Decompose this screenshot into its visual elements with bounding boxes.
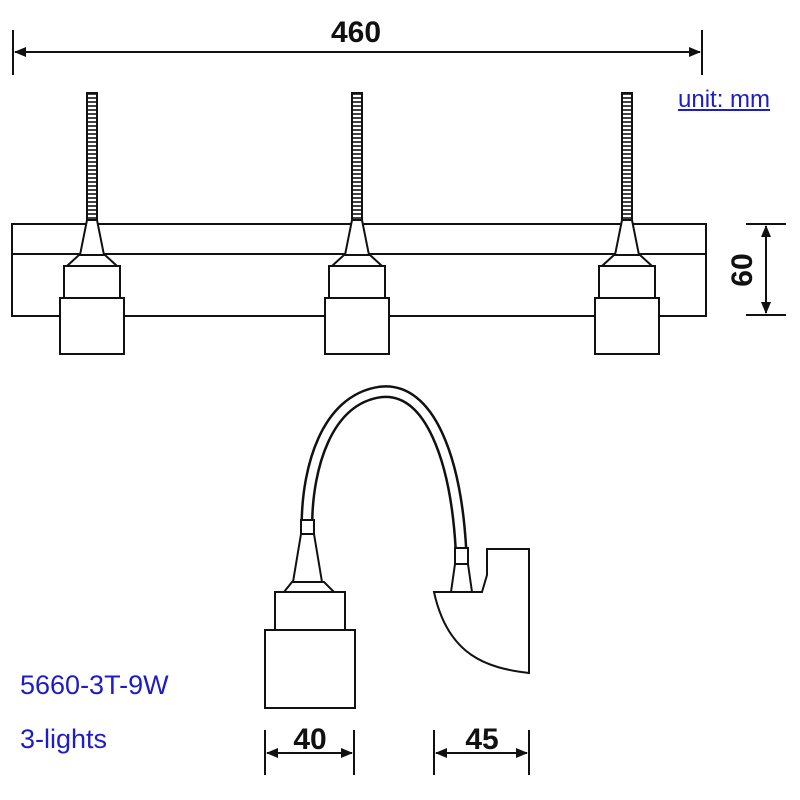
lamp-socket (598, 265, 656, 299)
head-neck (300, 519, 315, 535)
bracket-width-label-bg (458, 724, 506, 752)
lamp-shade (59, 297, 125, 355)
width-label: 460 (331, 16, 381, 49)
lamp-gooseneck (621, 92, 633, 221)
lamp-shade (594, 297, 660, 355)
lamp-shade (324, 297, 390, 355)
head-width-label-bg (288, 724, 332, 752)
lamp-3 (594, 92, 660, 355)
lamp-1 (59, 92, 125, 355)
head-width-dimension (264, 730, 355, 775)
height-label-bg (727, 250, 755, 290)
head-cone (291, 533, 324, 583)
unit-label: unit: mm (678, 86, 771, 113)
head-shade (264, 629, 356, 709)
bracket-width-dimension (433, 730, 530, 775)
head-width-label: 40 (293, 723, 326, 756)
arm-joint (449, 563, 474, 593)
lights-count: 3-lights (20, 724, 108, 754)
width-label-bg (318, 14, 394, 50)
gooseneck-arm-inner (303, 387, 465, 551)
head-socket (274, 591, 346, 631)
lamp-2 (324, 92, 390, 355)
lamp-gooseneck (351, 92, 363, 221)
height-dimension (746, 223, 786, 316)
wall-bracket (432, 548, 530, 675)
arm-stub (454, 547, 469, 565)
lamp-gooseneck (86, 92, 98, 221)
lamp-socket (63, 265, 121, 299)
side-view (264, 385, 530, 709)
lamp-socket (328, 265, 386, 299)
width-dimension (12, 30, 703, 75)
height-label: 60 (726, 253, 759, 286)
model-number: 5660-3T-9W (20, 670, 169, 700)
lamp-heads (59, 92, 660, 355)
head-collar (281, 581, 337, 593)
bracket-width-label: 45 (465, 723, 498, 756)
gooseneck-arm-outer (300, 385, 468, 551)
